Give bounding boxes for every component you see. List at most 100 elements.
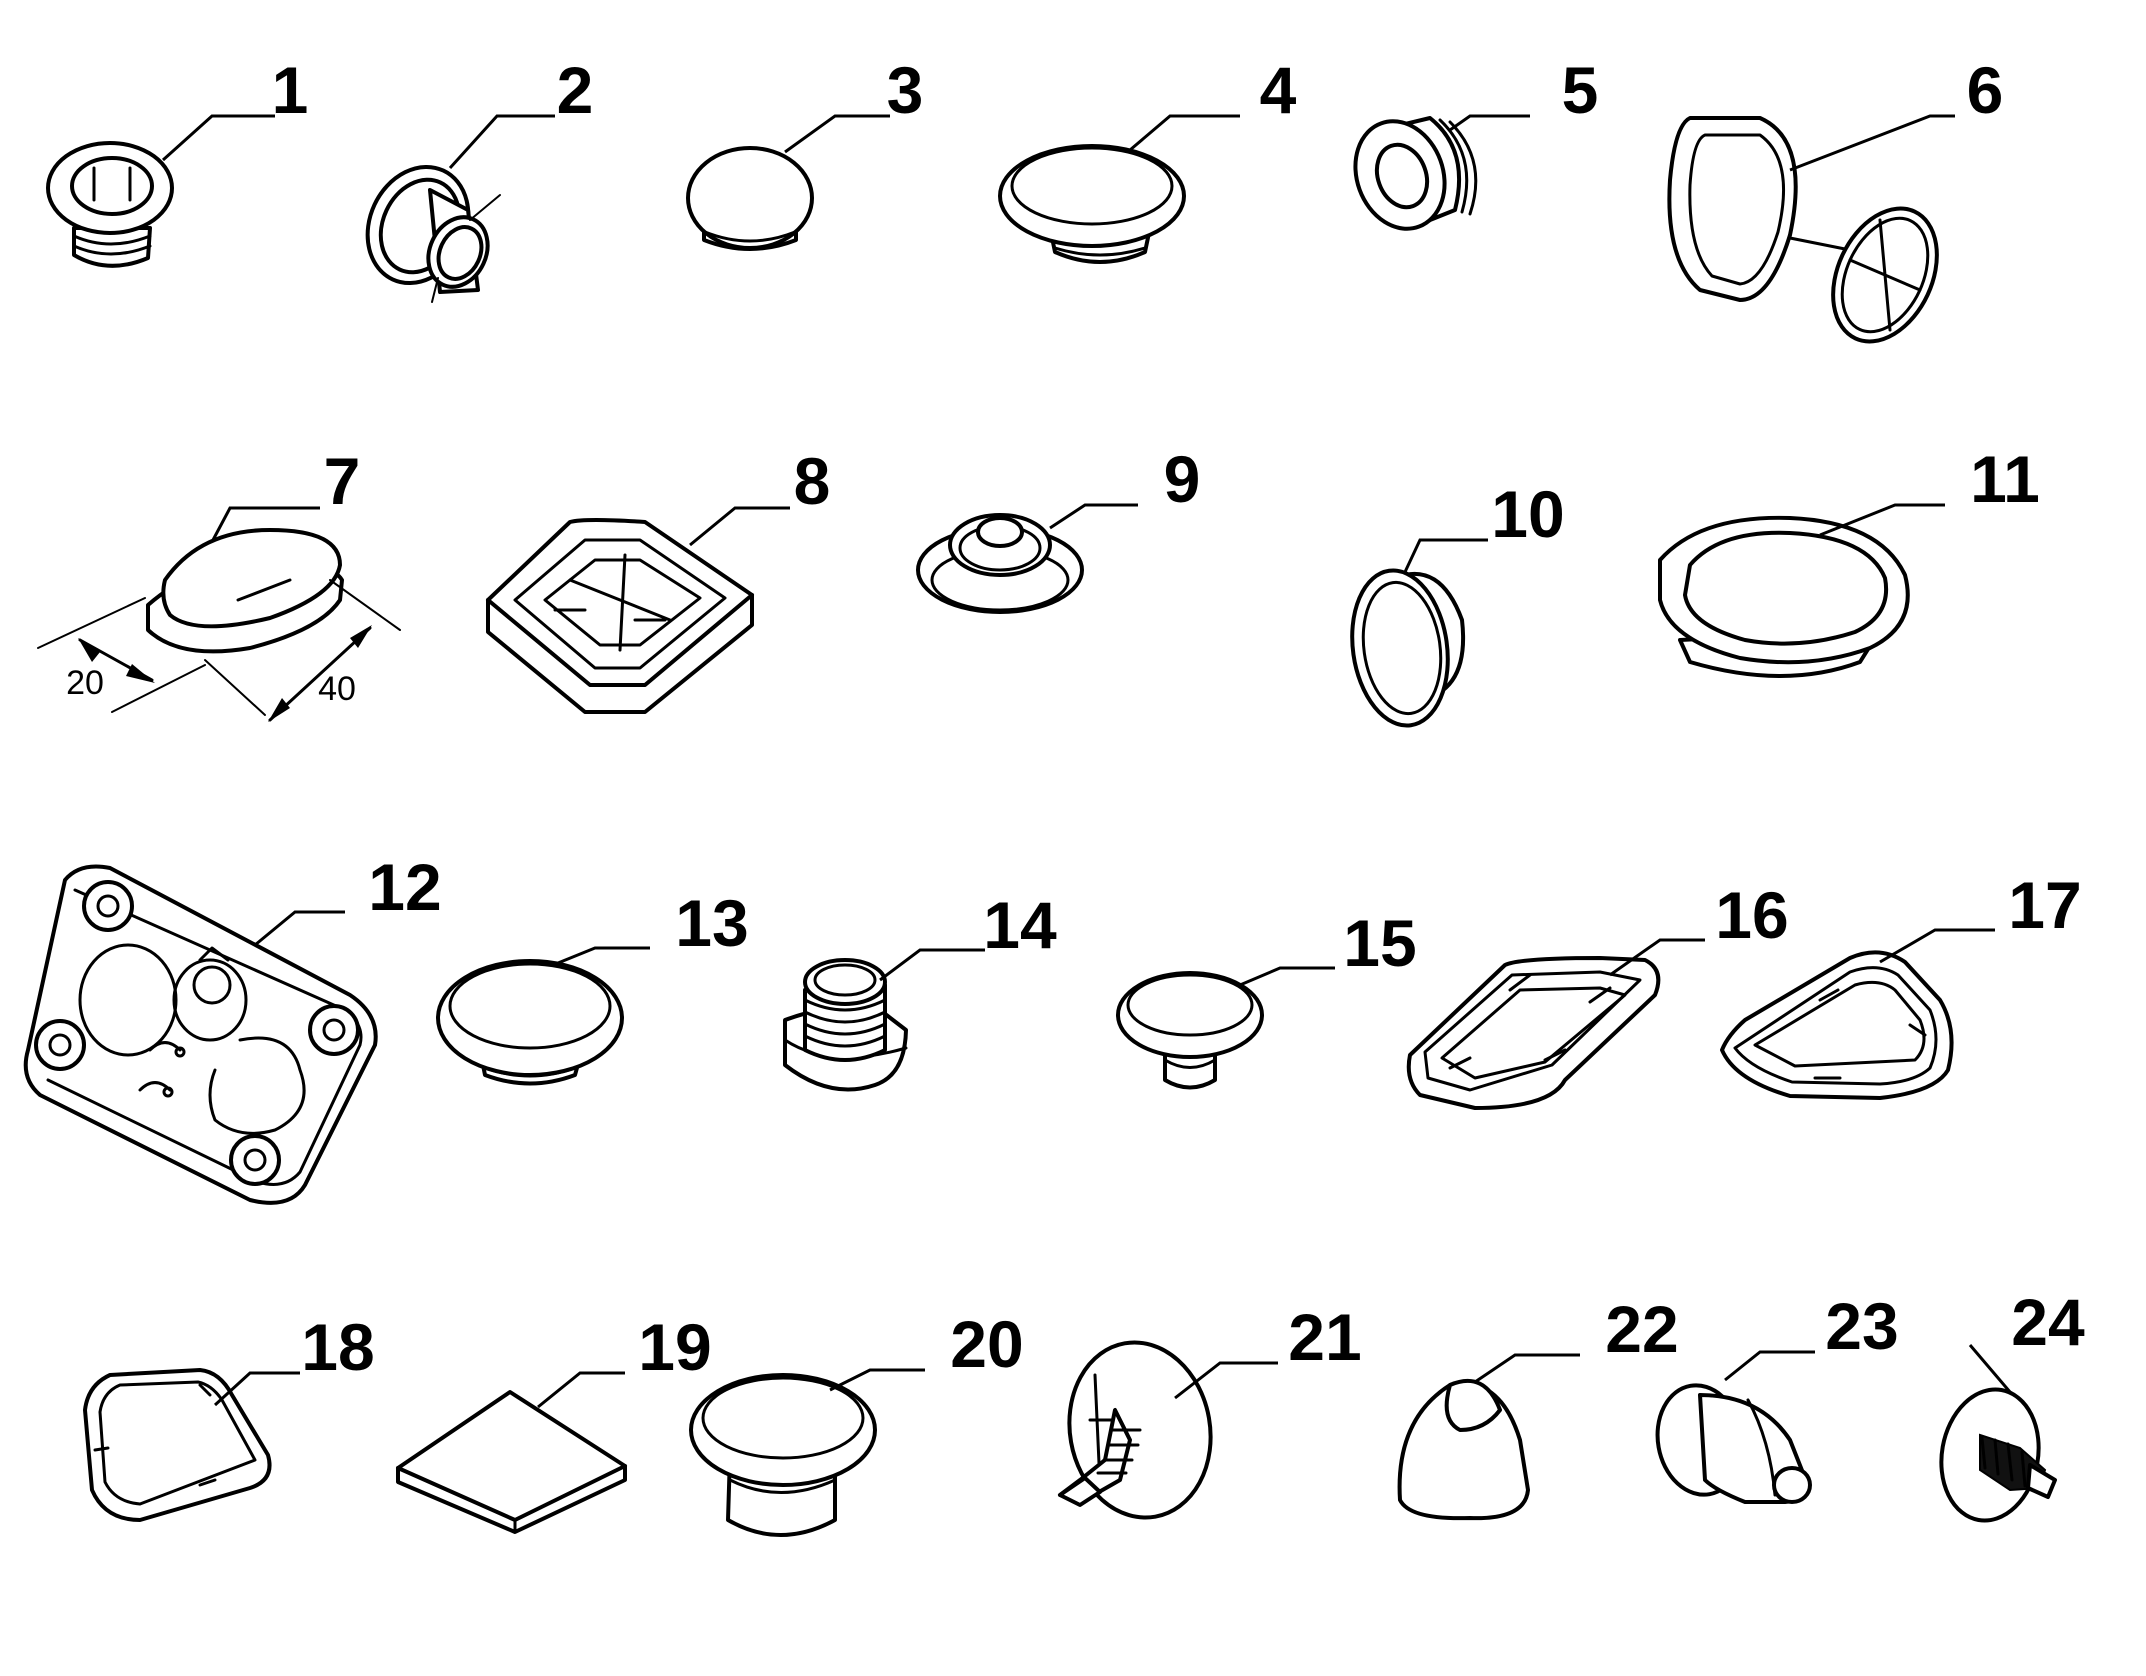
label-4: 4: [1260, 53, 1297, 127]
grommet-with-hole-icon: [46, 141, 174, 268]
rounded-cover-icon: [83, 1368, 272, 1522]
leader-2: [448, 114, 555, 170]
part-10: 10: [1350, 477, 1565, 728]
part-13: 13: [436, 886, 749, 1086]
tapered-plug-icon: [1655, 1383, 1812, 1504]
part-19: 19: [396, 1310, 712, 1534]
oval-grommet-with-cap-icon: [1667, 116, 1939, 344]
leader-9: [1049, 503, 1138, 530]
dimension-length: 40: [318, 670, 356, 708]
push-clip-icon: [1058, 1340, 1213, 1520]
part-4: 4: [998, 53, 1297, 264]
cone-plug-icon: [1397, 1379, 1530, 1521]
leader-16: [1609, 938, 1705, 977]
label-1: 1: [272, 53, 309, 127]
dimension-width: 20: [66, 664, 104, 702]
part-23: 23: [1655, 1289, 1899, 1504]
leader-5: [1449, 114, 1530, 132]
part-15: 15: [1116, 906, 1417, 1090]
leader-6: [1789, 114, 1955, 172]
leader-15: [1239, 966, 1335, 987]
part-3: 3: [686, 53, 924, 251]
triangular-cover-icon: [1720, 950, 1954, 1100]
part-6: 6: [1667, 53, 2004, 344]
leader-11: [1819, 503, 1945, 537]
part-8: 8: [486, 444, 831, 714]
square-pad-icon: [396, 1390, 627, 1534]
label-18: 18: [301, 1310, 374, 1384]
leader-10: [1403, 538, 1488, 573]
label-21: 21: [1288, 1300, 1361, 1374]
mounting-plate-icon: [23, 864, 378, 1205]
label-12: 12: [368, 850, 441, 924]
leader-20: [829, 1368, 925, 1392]
label-7: 7: [324, 444, 361, 518]
leader-3: [784, 114, 890, 154]
wide-dome-plug-icon: [998, 144, 1186, 264]
label-19: 19: [638, 1310, 711, 1384]
part-22: 22: [1397, 1292, 1679, 1521]
leader-8: [689, 506, 790, 547]
label-22: 22: [1605, 1292, 1678, 1366]
part-18: 18: [83, 1310, 375, 1522]
leader-7: [211, 506, 320, 541]
ribbed-cylinder-plug-icon: [783, 958, 908, 1092]
leader-17: [1879, 928, 1995, 964]
large-oval-plug-icon: [1658, 515, 1910, 678]
part-2: 2: [365, 53, 594, 303]
leader-19: [537, 1371, 625, 1409]
leader-13: [557, 946, 650, 965]
part-20: 20: [689, 1307, 1024, 1537]
part-7: 20 40 7: [37, 444, 401, 722]
label-11: 11: [1970, 442, 2040, 516]
part-14: 14: [783, 888, 1057, 1092]
label-13: 13: [675, 886, 748, 960]
deep-dome-plug-icon: [689, 1373, 877, 1537]
part-11: 11: [1658, 442, 2040, 678]
square-grid-plug-icon: [486, 518, 754, 714]
label-9: 9: [1164, 442, 1201, 516]
label-2: 2: [557, 53, 594, 127]
label-5: 5: [1562, 53, 1599, 127]
leader-21: [1174, 1361, 1278, 1400]
side-view-plug-icon: [1350, 568, 1465, 728]
part-17: 17: [1720, 868, 2082, 1100]
stepped-grommet-icon: [365, 164, 501, 303]
dome-plug-icon: [686, 146, 814, 251]
dome-plug-icon: [436, 959, 624, 1086]
part-24: 24: [1939, 1285, 2085, 1523]
part-5: 5: [1353, 53, 1599, 231]
part-16: 16: [1406, 878, 1789, 1110]
label-6: 6: [1967, 53, 2004, 127]
leader-22: [1474, 1353, 1580, 1384]
label-17: 17: [2008, 868, 2081, 942]
label-3: 3: [887, 53, 924, 127]
leader-23: [1724, 1350, 1815, 1382]
label-14: 14: [983, 888, 1057, 962]
leader-14: [879, 948, 985, 982]
leader-24: [1968, 1344, 2012, 1393]
screw-rivet-icon: [1939, 1387, 2057, 1523]
leader-4: [1129, 114, 1240, 152]
leader-18: [213, 1371, 300, 1407]
label-16: 16: [1715, 878, 1788, 952]
stepped-cone-grommet-icon: [916, 513, 1084, 614]
label-20: 20: [950, 1307, 1023, 1381]
part-9: 9: [916, 442, 1201, 614]
part-12: 12: [23, 850, 442, 1205]
label-15: 15: [1343, 906, 1416, 980]
label-23: 23: [1825, 1289, 1898, 1363]
label-8: 8: [794, 444, 831, 518]
part-21: 21: [1058, 1300, 1362, 1520]
dimension-lines: [37, 579, 401, 722]
leader-12: [254, 910, 345, 947]
rectangular-cover-icon: [1406, 956, 1661, 1110]
label-24: 24: [2011, 1285, 2085, 1359]
label-10: 10: [1491, 477, 1564, 551]
oval-plug-icon: [146, 528, 344, 654]
ribbed-grommet-icon: [1353, 116, 1478, 231]
part-1: 1: [46, 53, 309, 268]
leader-1: [161, 114, 275, 162]
mushroom-plug-icon: [1116, 971, 1264, 1090]
